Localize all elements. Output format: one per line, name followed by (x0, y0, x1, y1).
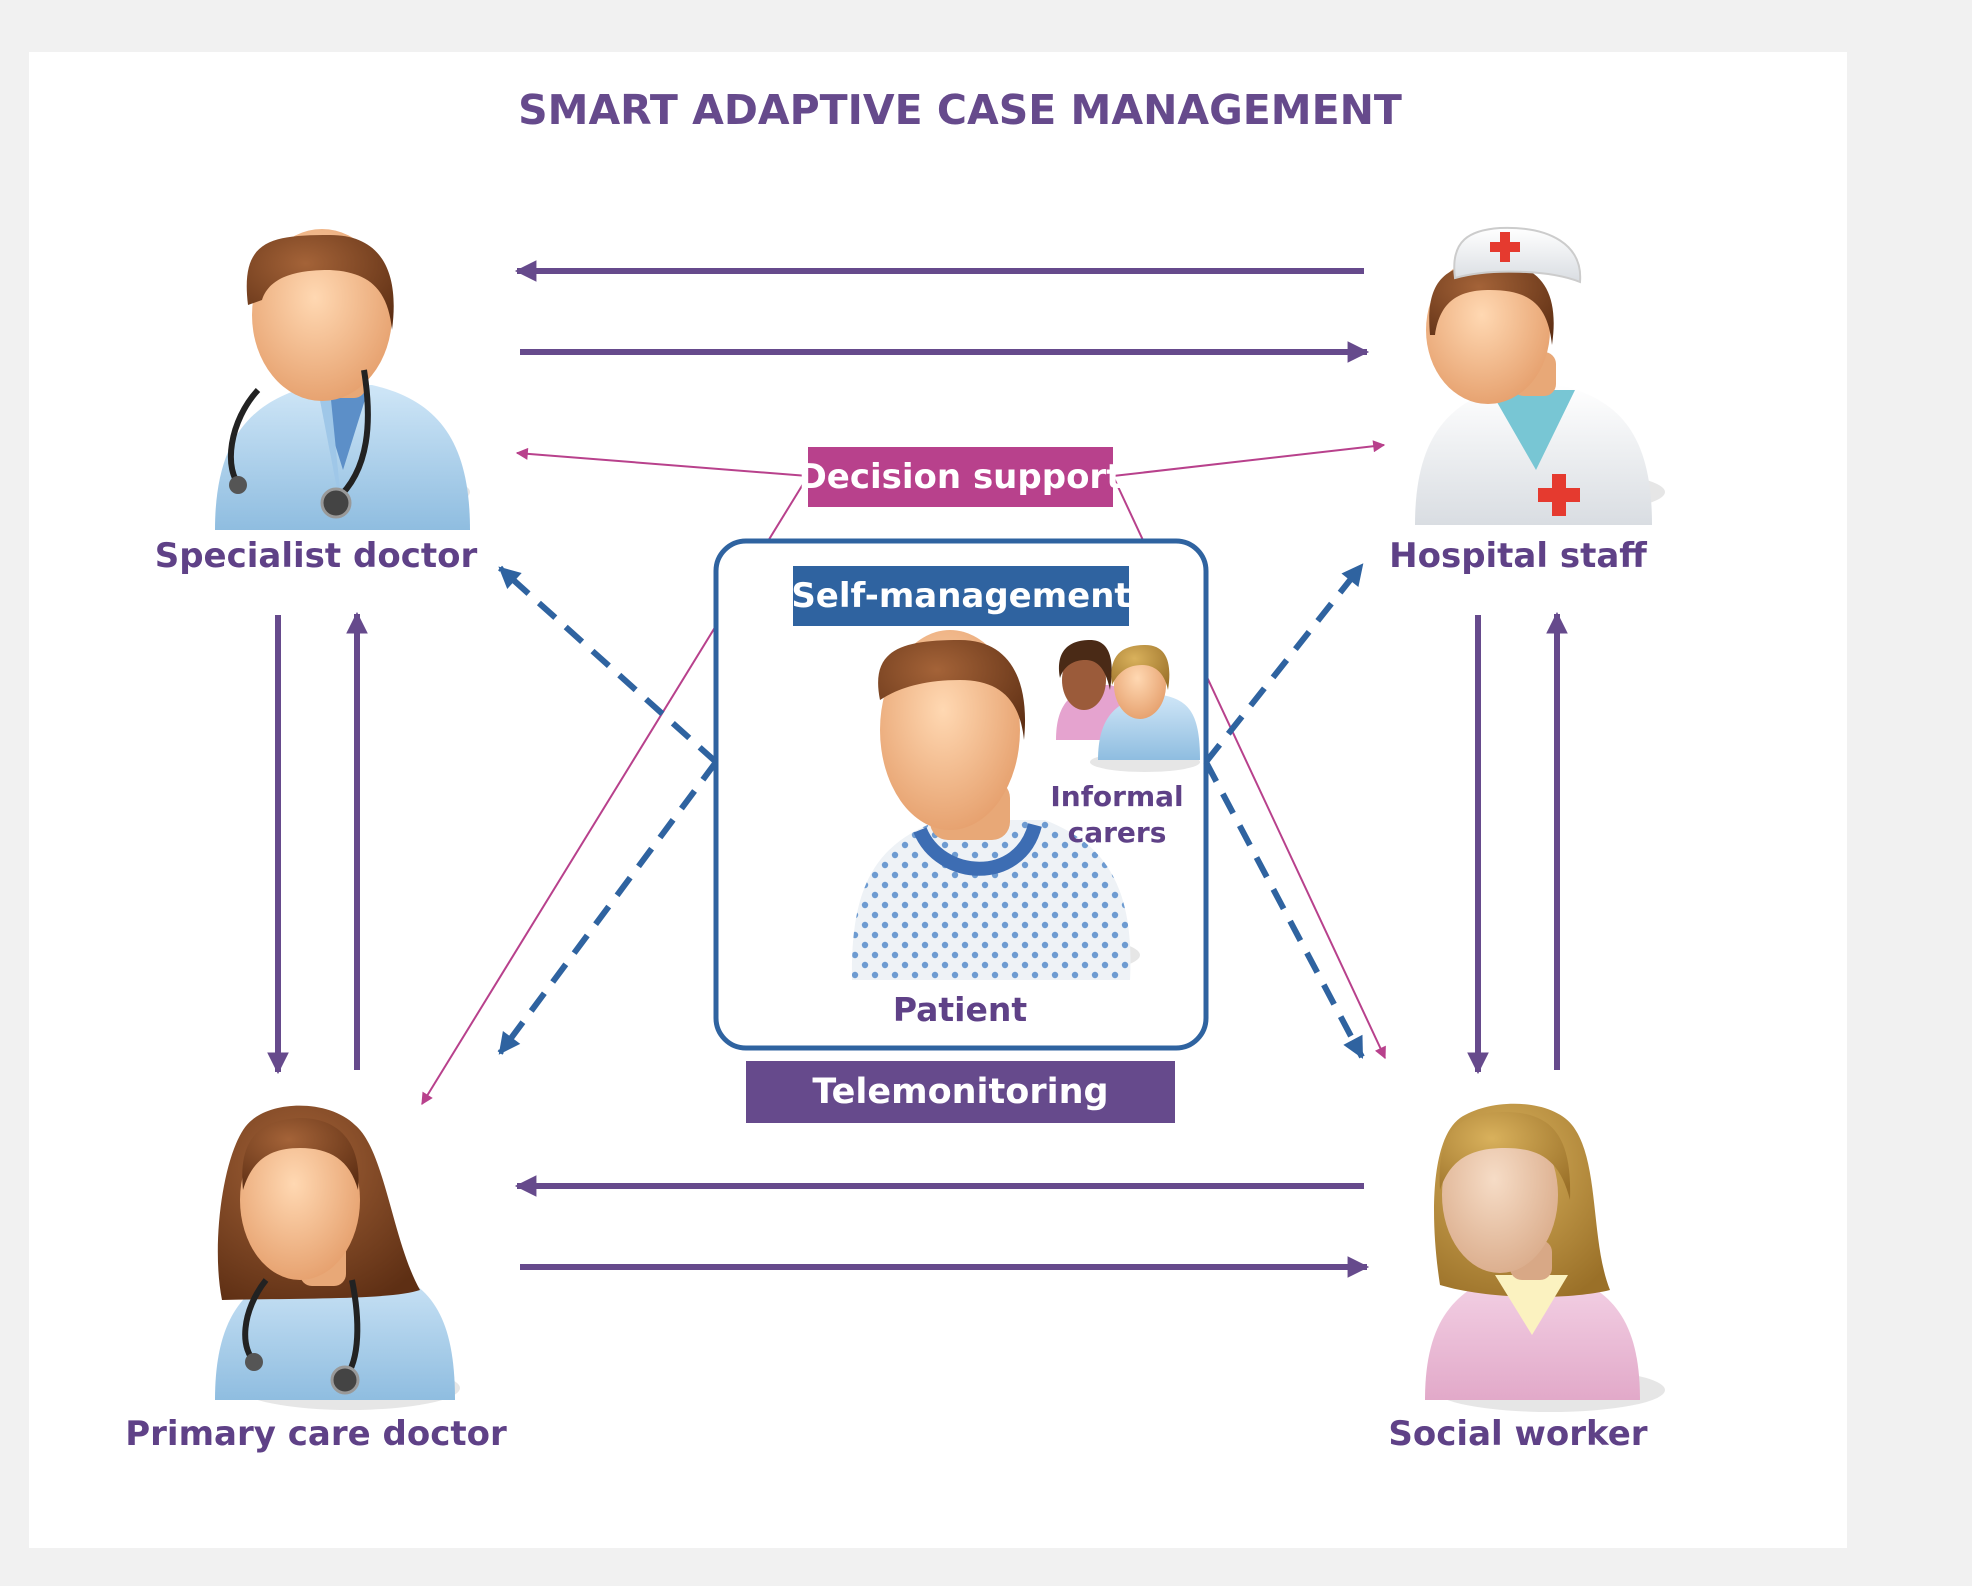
tm-arrow-hospital (1203, 563, 1365, 764)
tm-arrow-social (1203, 760, 1365, 1059)
doctor-icon (215, 229, 470, 530)
ds-line-specialist (515, 447, 809, 477)
label-patient: Patient (892, 990, 1028, 1029)
ds-line-hospital (1112, 440, 1386, 477)
tm-arrow-primary (497, 760, 719, 1055)
label-informal-carers-2: carers (1067, 816, 1167, 849)
nurse-icon (1415, 226, 1665, 525)
label-specialist-doctor: Specialist doctor (154, 536, 478, 576)
label-primary-care-doctor: Primary care doctor (125, 1414, 507, 1454)
label-social-worker: Social worker (1388, 1414, 1648, 1454)
carers-icon (1056, 640, 1200, 772)
telemonitoring-box: Telemonitoring (746, 1061, 1175, 1123)
social-worker-icon (1425, 1103, 1665, 1412)
label-informal-carers-1: Informal (1050, 780, 1184, 813)
page-title: SMART ADAPTIVE CASE MANAGEMENT (518, 86, 1402, 134)
telemonitoring-arrows (497, 563, 1365, 1059)
purple-arrows (267, 260, 1568, 1278)
label-hospital-staff: Hospital staff (1389, 536, 1647, 576)
tm-arrow-specialist (497, 565, 719, 765)
self-management-box: Self-management (791, 566, 1131, 626)
decision-support-box: Decision support (799, 447, 1122, 507)
patient-icon (851, 630, 1140, 980)
female-doctor-icon (215, 1105, 460, 1410)
